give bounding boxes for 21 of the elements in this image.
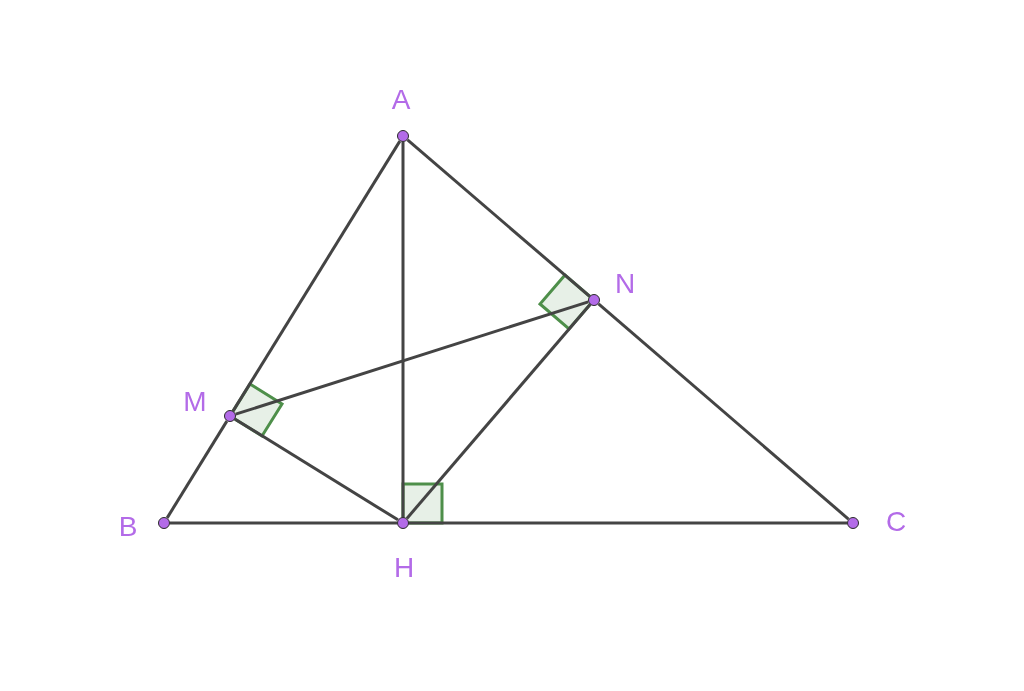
point-label: H	[393, 553, 415, 583]
line-segment	[234, 417, 399, 522]
line-segment	[235, 300, 589, 416]
line-segment	[401, 142, 405, 517]
point-marker	[158, 517, 170, 529]
point-marker	[224, 410, 236, 422]
point-label: B	[118, 512, 138, 542]
line-segment	[170, 521, 397, 525]
point-marker	[397, 517, 409, 529]
point-label: C	[885, 507, 907, 537]
point-marker	[847, 517, 859, 529]
point-marker	[397, 130, 409, 142]
line-segment	[231, 140, 402, 412]
line-segment	[405, 303, 592, 520]
point-label: M	[183, 387, 207, 417]
line-segment	[165, 420, 229, 519]
point-label: A	[391, 85, 411, 115]
point-label: N	[614, 269, 636, 299]
line-segment	[406, 138, 591, 298]
line-segment	[409, 521, 847, 525]
line-segment	[597, 302, 850, 521]
